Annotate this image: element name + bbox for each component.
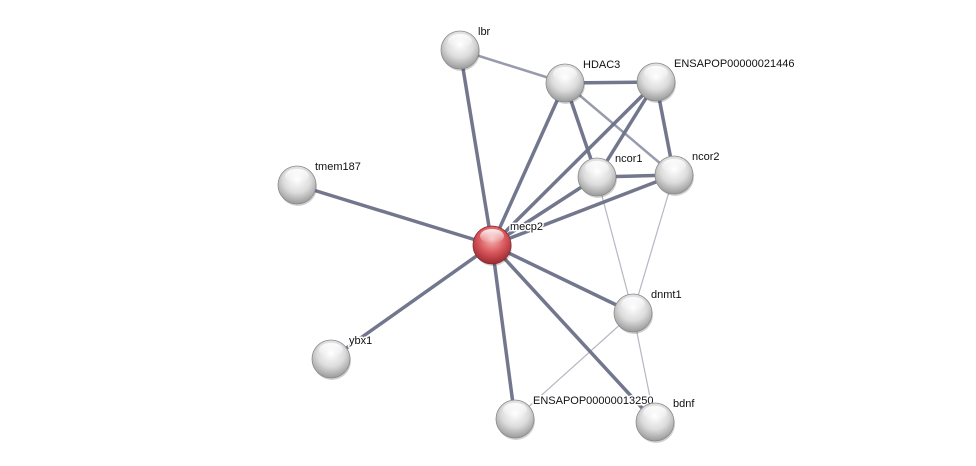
node-ncor2[interactable]: ncor2 (654, 150, 721, 196)
edge-mecp2-lbr[interactable] (458, 49, 494, 246)
node-highlight (285, 169, 309, 183)
node-highlight (448, 34, 472, 48)
edge-mecp2-ybx1[interactable] (329, 243, 494, 361)
node-label: bdnf (673, 398, 695, 410)
edge-mecp2-ENSAPOP00000013250[interactable] (490, 244, 517, 420)
node-highlight (644, 66, 668, 80)
edge-mecp2-ENSAPOP00000021446[interactable] (490, 80, 658, 247)
edge-ncor1-dnmt1[interactable] (596, 176, 634, 314)
node-label: ncor2 (692, 151, 720, 163)
node-label: mecp2 (510, 221, 543, 233)
node-highlight (585, 161, 609, 175)
edge-mecp2-ncor2[interactable] (491, 173, 675, 247)
node-ncor1[interactable]: ncor1 (577, 152, 644, 198)
node-label: ncor1 (615, 153, 643, 165)
edge-mecp2-HDAC3[interactable] (490, 82, 567, 246)
edge-mecp2-bdnf[interactable] (490, 243, 657, 424)
node-highlight (621, 297, 645, 311)
node-HDAC3[interactable]: HDAC3 (545, 58, 622, 104)
node-label: tmem187 (315, 161, 361, 173)
node-label: ENSAPOP00000021446 (674, 58, 794, 70)
node-highlight (553, 67, 577, 81)
node-ENSAPOP00000013250[interactable]: ENSAPOP00000013250 (495, 394, 655, 440)
node-ybx1[interactable]: ybx1 (311, 334, 374, 380)
node-highlight (643, 406, 667, 420)
edge-mecp2-dnmt1[interactable] (491, 243, 634, 315)
edge-dnmt1-ENSAPOP00000013250[interactable] (514, 312, 634, 420)
node-label: ybx1 (349, 335, 372, 347)
node-tmem187[interactable]: tmem187 (277, 160, 362, 206)
node-highlight (319, 343, 343, 357)
node-mecp2[interactable]: mecp2 (472, 220, 545, 266)
node-highlight (662, 159, 686, 173)
node-lbr[interactable]: lbr (440, 25, 492, 71)
node-label: ENSAPOP00000013250 (533, 395, 653, 407)
edge-HDAC3-ncor2[interactable] (564, 82, 675, 176)
node-highlight (480, 229, 504, 243)
edge-mecp2-tmem187[interactable] (296, 183, 493, 247)
edge-ncor2-dnmt1[interactable] (632, 174, 675, 314)
node-label: lbr (478, 26, 491, 38)
node-bdnf[interactable]: bdnf (635, 397, 697, 443)
node-label: HDAC3 (583, 59, 620, 71)
node-ENSAPOP00000021446[interactable]: ENSAPOP00000021446 (636, 57, 796, 103)
edge-mecp2-ncor1[interactable] (491, 175, 598, 247)
node-highlight (503, 403, 527, 417)
node-dnmt1[interactable]: dnmt1 (613, 288, 683, 334)
node-label: dnmt1 (651, 289, 682, 301)
